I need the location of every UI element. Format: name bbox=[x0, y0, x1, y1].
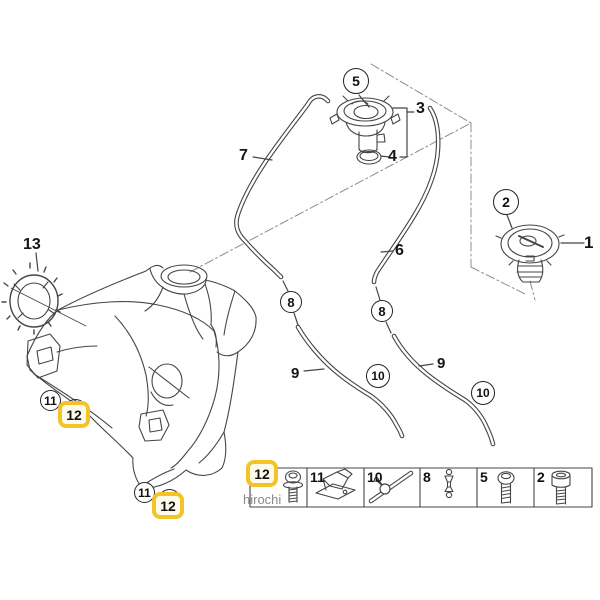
legend-cell-5-number: 5 bbox=[480, 469, 488, 485]
drain-hose-9-right-drawing bbox=[391, 333, 496, 447]
callout-10-left-circle: 10 bbox=[366, 364, 390, 388]
socket-head-screw-icon bbox=[551, 470, 571, 505]
legend-cell-2-number: 2 bbox=[537, 469, 545, 485]
callout-6-label: 6 bbox=[395, 242, 404, 259]
legend-cell-11-number: 11 bbox=[310, 469, 325, 485]
part-12-highlight-badge-lower: 12 bbox=[152, 492, 184, 519]
legend-cell-8-number: 8 bbox=[423, 469, 431, 485]
filler-neck-assembly-drawing bbox=[329, 95, 401, 165]
callout-8-right-circle: 8 bbox=[371, 300, 393, 322]
callout-11-lower-circle: 11 bbox=[134, 482, 155, 503]
leader-lines bbox=[35, 94, 585, 372]
callout-4-label: 4 bbox=[388, 148, 397, 165]
callout-13-label: 13 bbox=[23, 236, 41, 253]
legend-table bbox=[249, 467, 593, 508]
watermark-text: hirochi bbox=[243, 492, 282, 507]
callout-9-left-label: 9 bbox=[291, 365, 300, 382]
callout-5-circle: 5 bbox=[343, 68, 369, 94]
pan-head-screw-icon bbox=[497, 471, 515, 504]
legend-part-12-highlight-badge: 12 bbox=[246, 460, 278, 487]
callout-3-label: 3 bbox=[416, 100, 425, 117]
drain-hose-9-left-drawing bbox=[295, 324, 405, 439]
connector-valve-icon bbox=[444, 468, 454, 499]
callout-11-upper-circle: 11 bbox=[40, 390, 61, 411]
callout-8-left-circle: 8 bbox=[280, 291, 302, 313]
retaining-clip-icon bbox=[315, 468, 356, 500]
vent-hose-6-drawing bbox=[371, 105, 441, 285]
part-12-highlight-badge-upper: 12 bbox=[58, 401, 90, 428]
vent-hose-7-drawing bbox=[234, 94, 331, 280]
callout-2-circle: 2 bbox=[493, 189, 519, 215]
legend-cell-10-number: 10 bbox=[367, 469, 383, 485]
callout-10-right-circle: 10 bbox=[471, 381, 495, 405]
construction-lines bbox=[189, 63, 536, 301]
callout-1-label: 1 bbox=[584, 233, 594, 252]
hose-with-clamp-icon bbox=[368, 470, 414, 504]
flange-bolt-icon bbox=[282, 470, 304, 503]
fuel-cap-drawing bbox=[495, 224, 565, 283]
fuel-tank-drawing bbox=[26, 264, 257, 489]
callout-7-label: 7 bbox=[239, 147, 248, 164]
lock-ring-drawing bbox=[1, 262, 87, 335]
callout-9-right-label: 9 bbox=[437, 355, 446, 372]
